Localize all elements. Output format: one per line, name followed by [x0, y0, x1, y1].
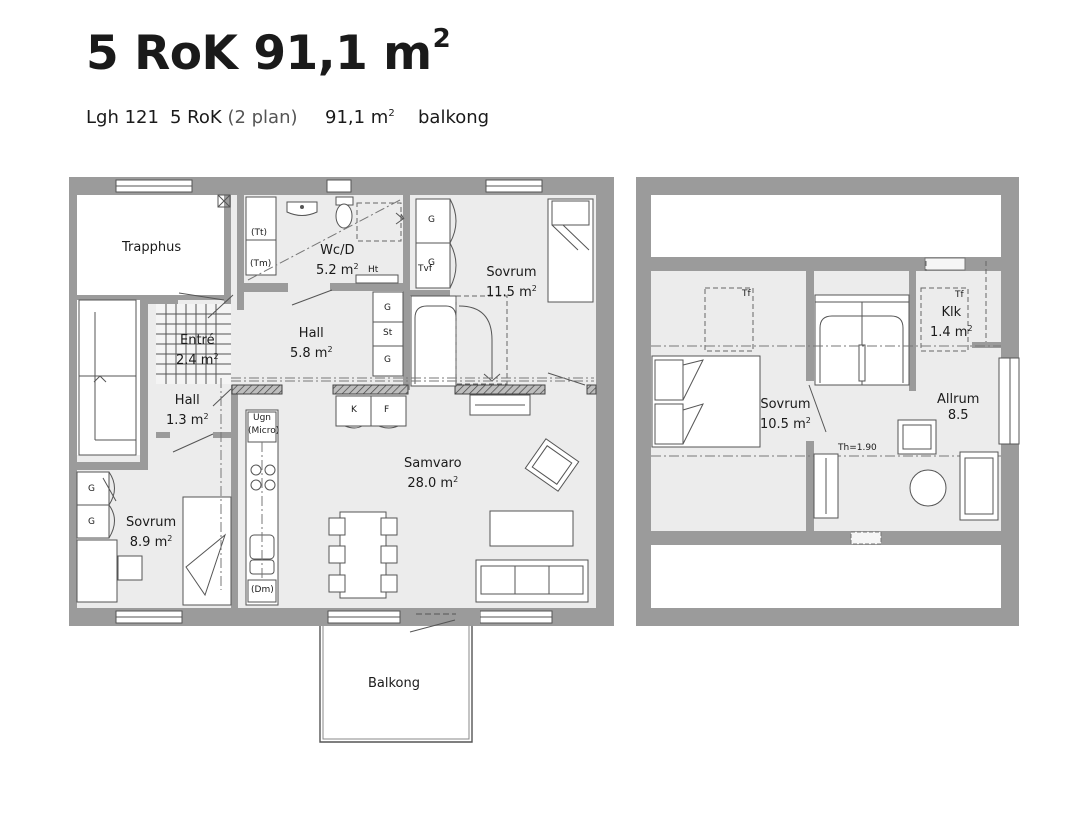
- label-trapphus: Trapphus: [122, 240, 182, 255]
- label-g: G: [428, 215, 435, 225]
- label-tm: (Tm): [250, 259, 272, 269]
- trapphus-area: [77, 195, 224, 295]
- label-g: G: [384, 303, 391, 313]
- apartment-area: 91,1 m2: [325, 107, 395, 128]
- outer-wall-right: [596, 177, 614, 626]
- label-klk: Klk 1.4 m2: [930, 305, 973, 340]
- label-ceiling-height: Th=1.90: [838, 443, 877, 453]
- label-tf: Tf: [955, 290, 964, 300]
- upper-shower: [814, 294, 910, 386]
- entre-tile-floor: [156, 304, 231, 384]
- label-wc: Wc/D 5.2 m2: [316, 243, 359, 278]
- balcony-railing: [319, 626, 473, 743]
- label-dm: (Dm): [251, 585, 274, 595]
- hall-cabinets: [372, 291, 404, 377]
- label-k: K: [351, 405, 357, 415]
- apartment-rooms: 5 RoK (2 plan): [170, 107, 298, 128]
- apartment-number: Lgh 121: [86, 107, 159, 128]
- label-f: F: [384, 405, 390, 415]
- label-ht: Ht: [368, 265, 379, 275]
- roof-hatch: [704, 287, 754, 352]
- lower-floor-plan: [69, 177, 614, 743]
- armchair: [524, 438, 580, 492]
- label-sovrum-upper: Sovrum 10.5 m2: [760, 397, 811, 432]
- wardrobe: [415, 242, 451, 289]
- allrum-furniture: [897, 419, 999, 521]
- bed: [182, 496, 232, 606]
- label-st: St: [383, 328, 393, 338]
- label-tt: (Tt): [251, 228, 268, 238]
- label-sovrum-bottom: Sovrum 8.9 m2: [126, 515, 177, 550]
- upper-floor-plan: [636, 177, 1020, 626]
- sofa: [475, 559, 589, 603]
- outer-wall-left: [69, 177, 77, 626]
- label-tf: Tf: [742, 289, 751, 299]
- bathroom-fixtures: [245, 196, 405, 284]
- label-micro: (Micro): [248, 426, 280, 436]
- page-title: 5 RoK 91,1 m2: [86, 24, 451, 81]
- label-ugn: Ugn: [253, 413, 272, 423]
- double-bed: [651, 355, 761, 448]
- dining-table: [328, 511, 398, 599]
- label-g: G: [88, 484, 95, 494]
- label-g: G: [428, 258, 435, 268]
- pillow: [551, 200, 590, 226]
- label-balkong: Balkong: [368, 676, 421, 691]
- staircase: [78, 299, 137, 456]
- kitchen: [245, 395, 407, 606]
- window: [326, 179, 352, 193]
- label-samvaro: Samvaro 28.0 m2: [404, 456, 462, 491]
- label-hall-main: Hall 5.8 m2: [290, 326, 333, 361]
- label-g: G: [384, 355, 391, 365]
- label-tvf: Tvf: [418, 264, 432, 274]
- label-allrum: Allrum 8.5: [937, 392, 980, 423]
- wardrobe: [415, 198, 451, 244]
- label-hall-small: Hall 1.3 m2: [166, 393, 209, 428]
- desk-chair: [117, 555, 143, 581]
- tv-bench: [489, 510, 574, 547]
- label-entre: Entré 2.4 m2: [176, 333, 219, 368]
- desk: [76, 539, 118, 603]
- roof-hatch: [920, 287, 969, 352]
- label-g: G: [88, 517, 95, 527]
- label-sovrum-top: Sovrum 11.5 m2: [486, 265, 537, 300]
- apartment-extra: balkong: [418, 107, 490, 128]
